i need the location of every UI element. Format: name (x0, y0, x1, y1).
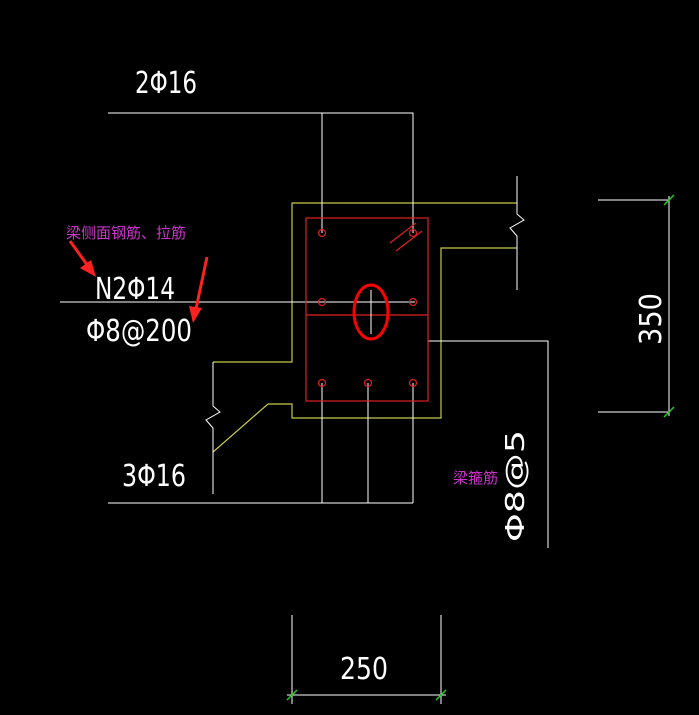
height-dimension-label: 350 (634, 293, 669, 345)
side-rebar-annotation: 梁侧面钢筋、拉筋 (66, 224, 186, 242)
highlight-ellipse (352, 283, 390, 341)
rebar-bottom-mid (363, 378, 373, 388)
stirrup-annotation: 梁箍筋 (453, 469, 498, 487)
rebar-side-right (408, 297, 418, 307)
bottom-rebar-label: 3Φ16 (122, 459, 186, 494)
leader-lines (60, 112, 670, 704)
rebar-bars (317, 228, 418, 388)
width-dimension-label: 250 (340, 652, 388, 687)
side-rebar-label: N2Φ14 (95, 272, 175, 307)
rebar-bottom-left (317, 378, 327, 388)
stirrup-rebar-label: Φ8@5 (501, 430, 531, 542)
beam-outline (212, 202, 517, 453)
pointer-arrows (68, 240, 209, 323)
top-rebar-label: 2Φ16 (135, 66, 197, 101)
rebar-top-right (408, 228, 418, 238)
rebar-side-left (317, 297, 327, 307)
arrow-head-left (80, 260, 96, 277)
dimension-ticks (286, 194, 675, 701)
tie-rebar-label: Φ8@200 (86, 314, 192, 349)
rebar-bottom-right (408, 378, 418, 388)
arrow-head-right (189, 306, 202, 323)
stirrup (305, 217, 429, 402)
rebar-top-left (317, 228, 327, 238)
